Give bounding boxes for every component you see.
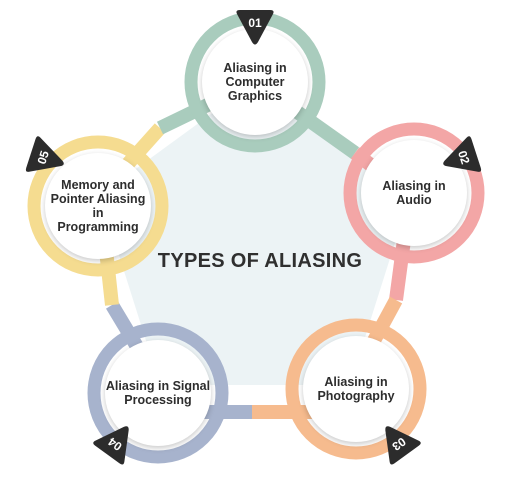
ring-04: [87, 322, 229, 464]
triangle-marker-icon: [25, 136, 64, 172]
pentagon-background: [100, 82, 410, 385]
badge-03: 03: [365, 409, 426, 470]
badge-01: 01: [233, 6, 277, 50]
ring-02: [343, 122, 485, 264]
node-05: Memory and Pointer Aliasing in Programmi…: [45, 153, 151, 259]
badge-05: 05: [20, 131, 75, 186]
node-01-label: Aliasing in Computer Graphics: [223, 61, 287, 103]
diagram-title: TYPES OF ALIASING: [157, 250, 363, 272]
triangle-marker-icon: [236, 10, 274, 45]
triangle-marker-icon: [443, 136, 482, 172]
badge-02: 02: [431, 131, 486, 186]
node-01: Aliasing in Computer Graphics: [202, 29, 308, 135]
ring-03: [285, 318, 427, 460]
node-02-label: Aliasing in Audio: [382, 179, 446, 207]
badge-04: 04: [87, 409, 148, 470]
node-03-label: Aliasing in Photography: [317, 375, 395, 403]
triangle-marker-icon: [93, 426, 129, 465]
node-05-label: Memory and Pointer Aliasing in Programmi…: [50, 178, 146, 234]
triangle-marker-icon: [385, 426, 421, 465]
node-03: Aliasing in Photography: [303, 336, 409, 442]
badge-01-number: 01: [248, 16, 262, 30]
node-04-label: Aliasing in Signal Processing: [105, 379, 211, 407]
ring-05: [27, 135, 169, 277]
